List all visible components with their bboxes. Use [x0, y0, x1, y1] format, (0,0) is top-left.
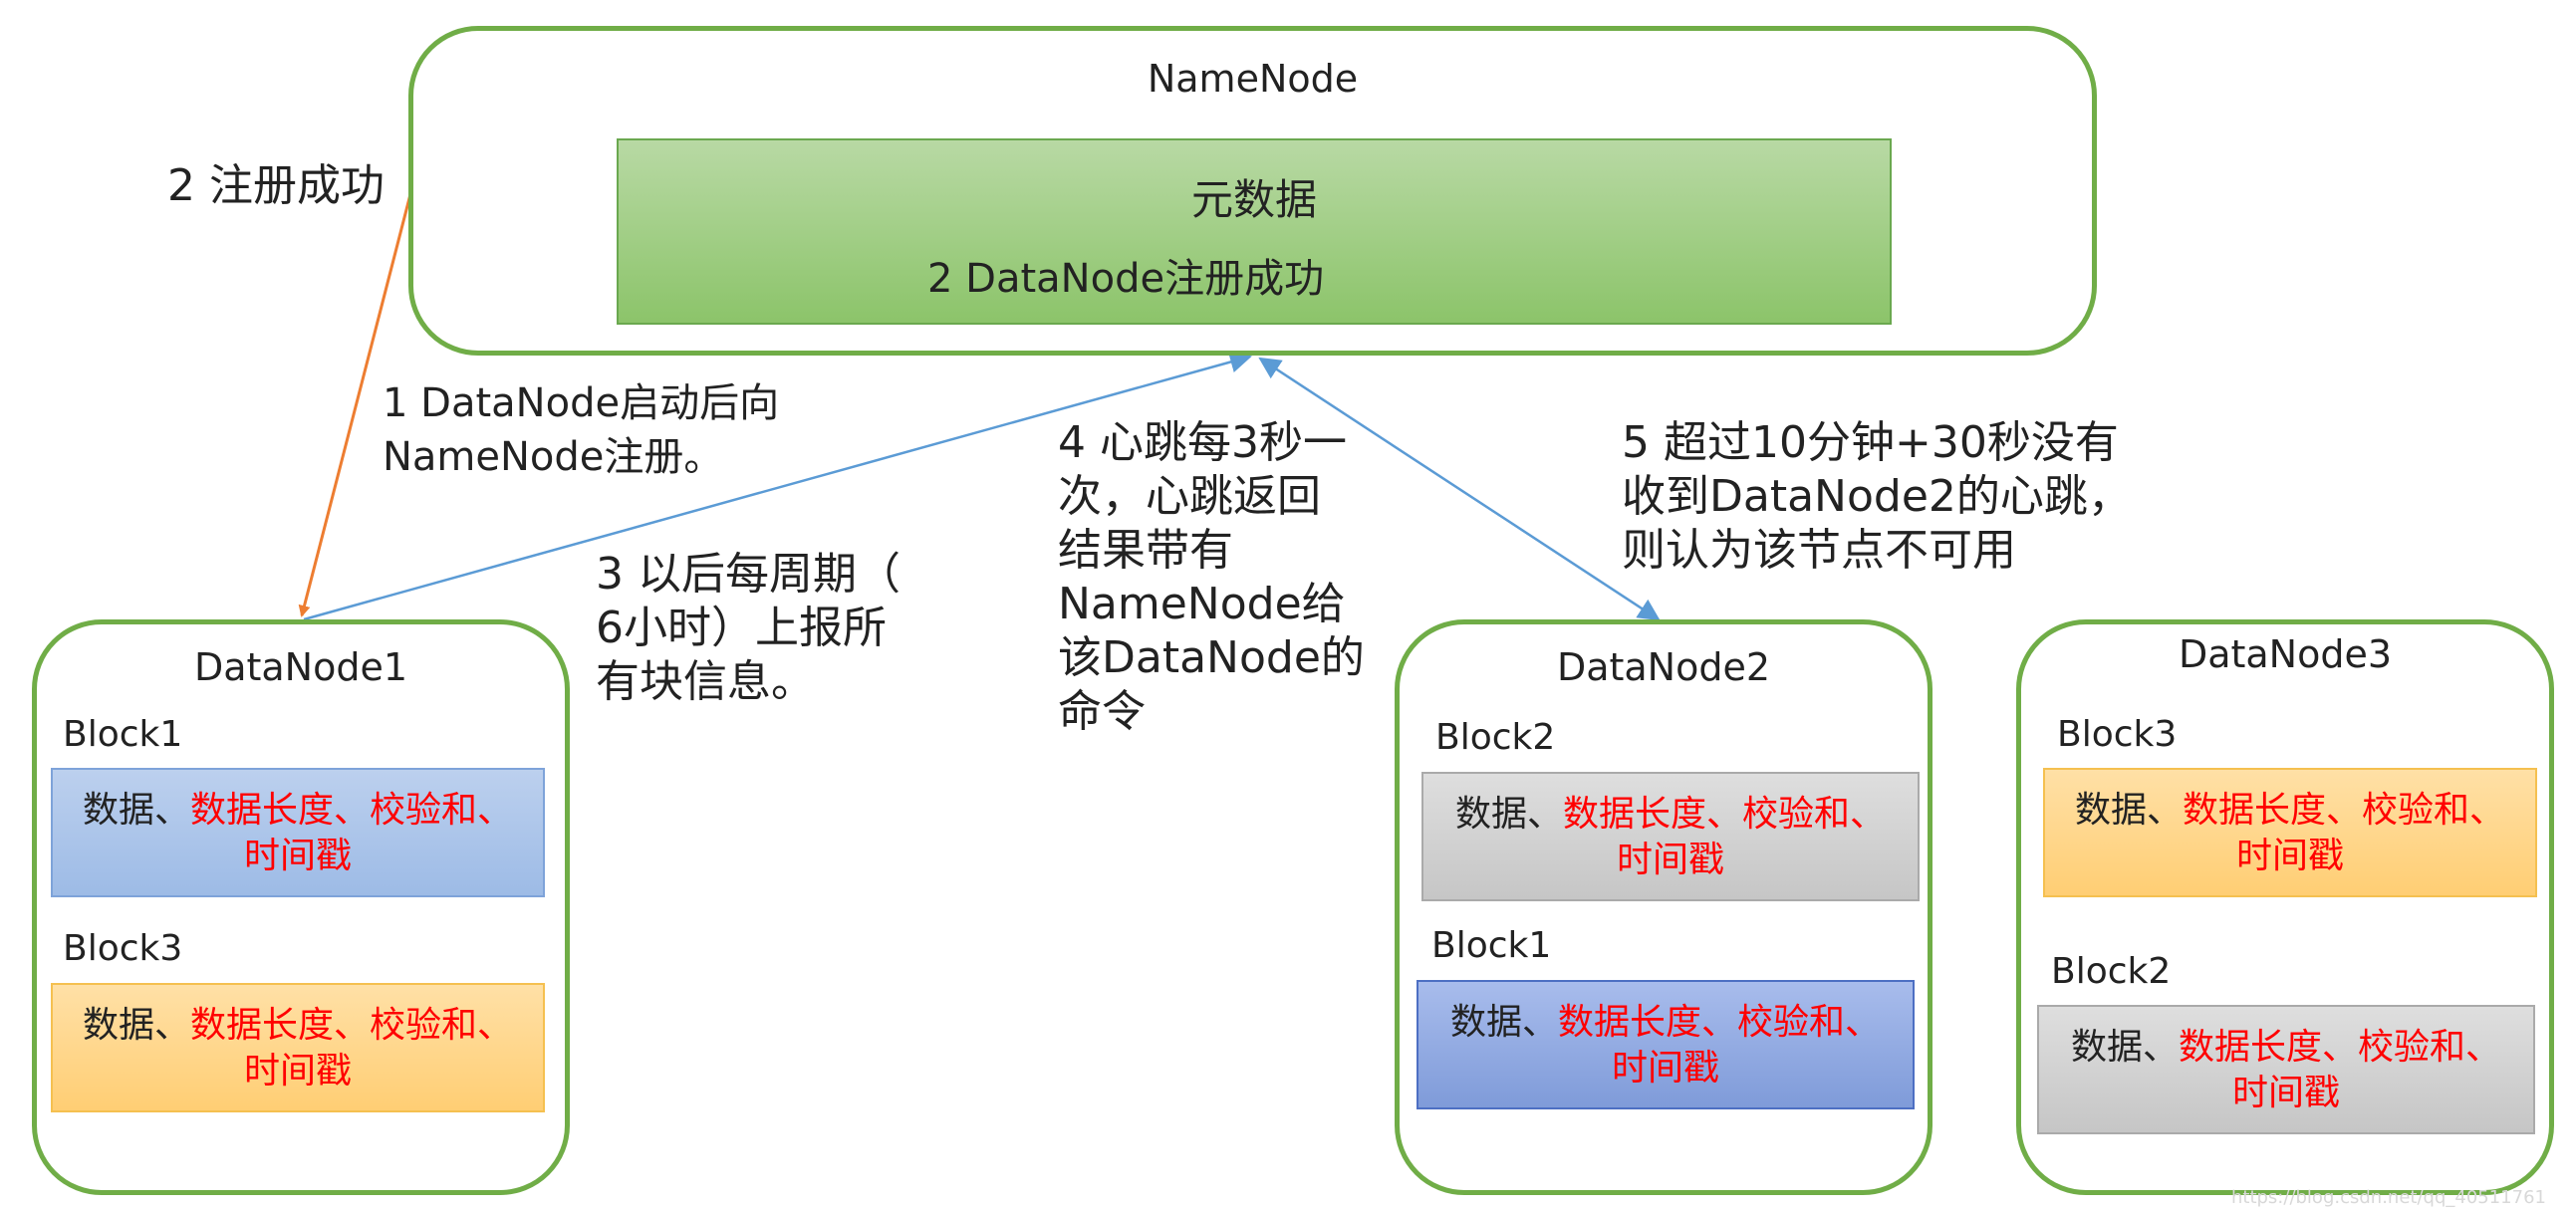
- datanode3-title: DataNode3: [2178, 632, 2393, 676]
- block-label: Block2: [1435, 717, 1556, 758]
- block-highlight-text: 数据长度、校验和、: [1558, 1002, 1882, 1043]
- datanode3-box: DataNode3 Block3 数据、数据长度、校验和、 时间戳 Block2…: [2016, 619, 2554, 1195]
- datanode1-title: DataNode1: [193, 645, 408, 689]
- block-label: Block3: [2057, 714, 2178, 755]
- block-data-text: 数据、: [1449, 1002, 1558, 1043]
- watermark: https://blog.csdn.net/qq_40511761: [2230, 1187, 2546, 1208]
- block-info-line1: 数据、数据长度、校验和、: [1423, 792, 1918, 838]
- block-timestamp-text: 时间戳: [2235, 836, 2344, 876]
- block-info: 数据、数据长度、校验和、 时间戳: [1417, 980, 1915, 1109]
- datanode1-box: DataNode1 Block1 数据、数据长度、校验和、 时间戳 Block3…: [32, 619, 570, 1195]
- block-info-line1: 数据、数据长度、校验和、: [1418, 1000, 1913, 1046]
- report-step-line: 6小时）上报所: [596, 603, 887, 653]
- block-highlight-text: 数据长度、校验和、: [2179, 1027, 2502, 1068]
- heartbeat-step-label: 4 心跳每3秒一 次，心跳返回 结果带有 NameNode给 该DataNode…: [1058, 416, 1365, 739]
- register-success-label: 2 注册成功: [167, 160, 385, 211]
- block-timestamp-text: 时间戳: [1611, 1048, 1719, 1089]
- block-info-line1: 数据、数据长度、校验和、: [2039, 1025, 2533, 1071]
- heartbeat-step-line: 命令: [1058, 686, 1146, 737]
- block-data-text: 数据、: [82, 1005, 190, 1046]
- block-info: 数据、数据长度、校验和、 时间戳: [51, 768, 545, 897]
- report-step-line: 3 以后每周期（: [596, 549, 901, 600]
- block-label: Block3: [63, 928, 183, 969]
- block-highlight-text: 数据长度、校验和、: [190, 790, 514, 831]
- timeout-step-label: 5 超过10分钟+30秒没有 收到DataNode2的心跳， 则认为该节点不可用: [1622, 416, 2132, 578]
- register-step-line: NameNode注册。: [383, 434, 724, 480]
- heartbeat-step-line: NameNode给: [1058, 579, 1346, 629]
- namenode-box: NameNode 元数据 2 DataNode注册成功: [408, 26, 2097, 356]
- block-info-line1: 数据、数据长度、校验和、: [53, 788, 543, 834]
- block-data-text: 数据、: [82, 790, 190, 831]
- namenode-title: NameNode: [1147, 57, 1359, 101]
- block-timestamp-text: 时间戳: [1616, 840, 1724, 880]
- heartbeat-step-line: 4 心跳每3秒一: [1058, 417, 1347, 468]
- block-highlight-text: 数据长度、校验和、: [2183, 790, 2506, 831]
- block-info: 数据、数据长度、校验和、 时间戳: [51, 983, 545, 1112]
- metadata-box: 元数据 2 DataNode注册成功: [617, 138, 1892, 325]
- block-data-text: 数据、: [2074, 790, 2183, 831]
- block-highlight-text: 数据长度、校验和、: [190, 1005, 514, 1046]
- timeout-step-line: 则认为该节点不可用: [1622, 525, 2016, 576]
- block-info-line1: 数据、数据长度、校验和、: [2045, 788, 2535, 834]
- block-highlight-text: 数据长度、校验和、: [1563, 794, 1887, 835]
- heartbeat-step-line: 次，心跳返回: [1058, 471, 1321, 522]
- block-info: 数据、数据长度、校验和、 时间戳: [2037, 1005, 2535, 1134]
- block-label: Block1: [63, 714, 183, 755]
- block-label: Block2: [2051, 951, 2172, 992]
- block-data-text: 数据、: [2070, 1027, 2179, 1068]
- register-step-line: 1 DataNode启动后向: [383, 380, 780, 426]
- block-timestamp-text: 时间戳: [2231, 1073, 2340, 1113]
- heartbeat-arrow-datanode1: [303, 351, 1252, 621]
- register-step-label: 1 DataNode启动后向 NameNode注册。: [383, 376, 779, 484]
- block-info: 数据、数据长度、校验和、 时间戳: [2043, 768, 2537, 897]
- report-step-line: 有块信息。: [596, 656, 815, 707]
- timeout-step-line: 5 超过10分钟+30秒没有: [1622, 417, 2119, 468]
- timeout-step-line: 收到DataNode2的心跳，: [1622, 471, 2132, 522]
- block-info: 数据、数据长度、校验和、 时间戳: [1421, 772, 1920, 901]
- metadata-text: 2 DataNode注册成功: [927, 256, 1325, 302]
- heartbeat-arrow-datanode2: [1258, 357, 1661, 621]
- report-step-label: 3 以后每周期（ 6小时）上报所 有块信息。: [596, 548, 901, 709]
- datanode2-box: DataNode2 Block2 数据、数据长度、校验和、 时间戳 Block1…: [1395, 619, 1932, 1195]
- register-arrow: [298, 193, 412, 617]
- metadata-title: 元数据: [1190, 175, 1317, 224]
- heartbeat-step-line: 结果带有: [1058, 525, 1233, 576]
- datanode2-title: DataNode2: [1556, 645, 1771, 689]
- block-info-line1: 数据、数据长度、校验和、: [53, 1003, 543, 1049]
- block-timestamp-text: 时间戳: [243, 836, 352, 876]
- block-timestamp-text: 时间戳: [243, 1051, 352, 1092]
- block-data-text: 数据、: [1454, 794, 1563, 835]
- heartbeat-step-line: 该DataNode的: [1058, 632, 1365, 683]
- block-label: Block1: [1431, 925, 1552, 966]
